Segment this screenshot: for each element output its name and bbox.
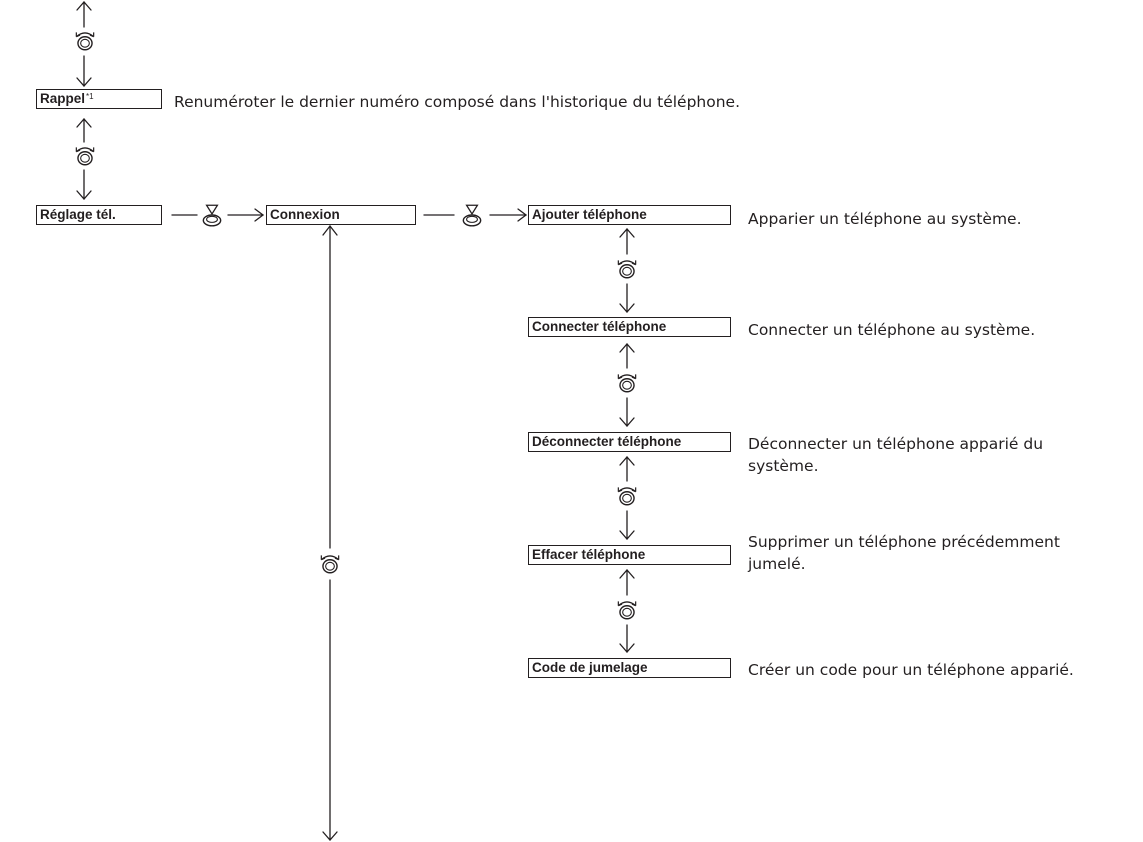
code-description: Créer un code pour un téléphone apparié. — [748, 661, 1074, 679]
rotate-selector-icon — [617, 486, 637, 506]
rappel-label: Rappel — [40, 91, 86, 106]
deconnecter-effacer-arrows — [619, 456, 635, 540]
ajouter-connecter-arrows — [619, 228, 635, 313]
top-down-arrow — [76, 55, 92, 87]
rotate-selector-icon — [617, 373, 637, 393]
rotate-selector-icon — [75, 31, 95, 51]
menu-box-rappel: Rappel*1 — [36, 89, 162, 109]
deconnecter-description-line2: système. — [748, 457, 819, 475]
top-up-arrow — [76, 1, 92, 28]
menu-box-reglage-tel: Réglage tél. — [36, 205, 162, 225]
menu-box-ajouter-telephone: Ajouter téléphone — [528, 205, 731, 225]
deconnecter-description-line1: Déconnecter un téléphone apparié du — [748, 435, 1044, 453]
connexion-up-arrow — [322, 224, 338, 549]
effacer-description-line2: jumelé. — [748, 555, 806, 573]
menu-box-connexion: Connexion — [266, 205, 416, 225]
press-selector-icon — [462, 204, 482, 227]
connexion-down-arrow — [322, 579, 338, 841]
ajouter-description: Apparier un téléphone au système. — [748, 210, 1022, 228]
connecter-deconnecter-arrows — [619, 343, 635, 427]
press-selector-icon — [202, 204, 222, 227]
rotate-selector-icon — [320, 554, 340, 574]
rappel-footnote: *1 — [86, 92, 94, 101]
effacer-description-line1: Supprimer un téléphone précédemment — [748, 533, 1060, 551]
menu-box-deconnecter-telephone: Déconnecter téléphone — [528, 432, 731, 452]
menu-box-connecter-telephone: Connecter téléphone — [528, 317, 731, 337]
connecter-description: Connecter un téléphone au système. — [748, 321, 1036, 339]
rappel-description: Renuméroter le dernier numéro composé da… — [174, 93, 740, 111]
rotate-selector-icon — [617, 259, 637, 279]
effacer-code-arrows — [619, 569, 635, 653]
menu-box-code-de-jumelage: Code de jumelage — [528, 658, 731, 678]
mid-up-arrow — [76, 118, 92, 143]
rotate-selector-icon — [617, 600, 637, 620]
mid-down-arrow — [76, 169, 92, 200]
menu-box-effacer-telephone: Effacer téléphone — [528, 545, 731, 565]
rotate-selector-icon — [75, 146, 95, 166]
